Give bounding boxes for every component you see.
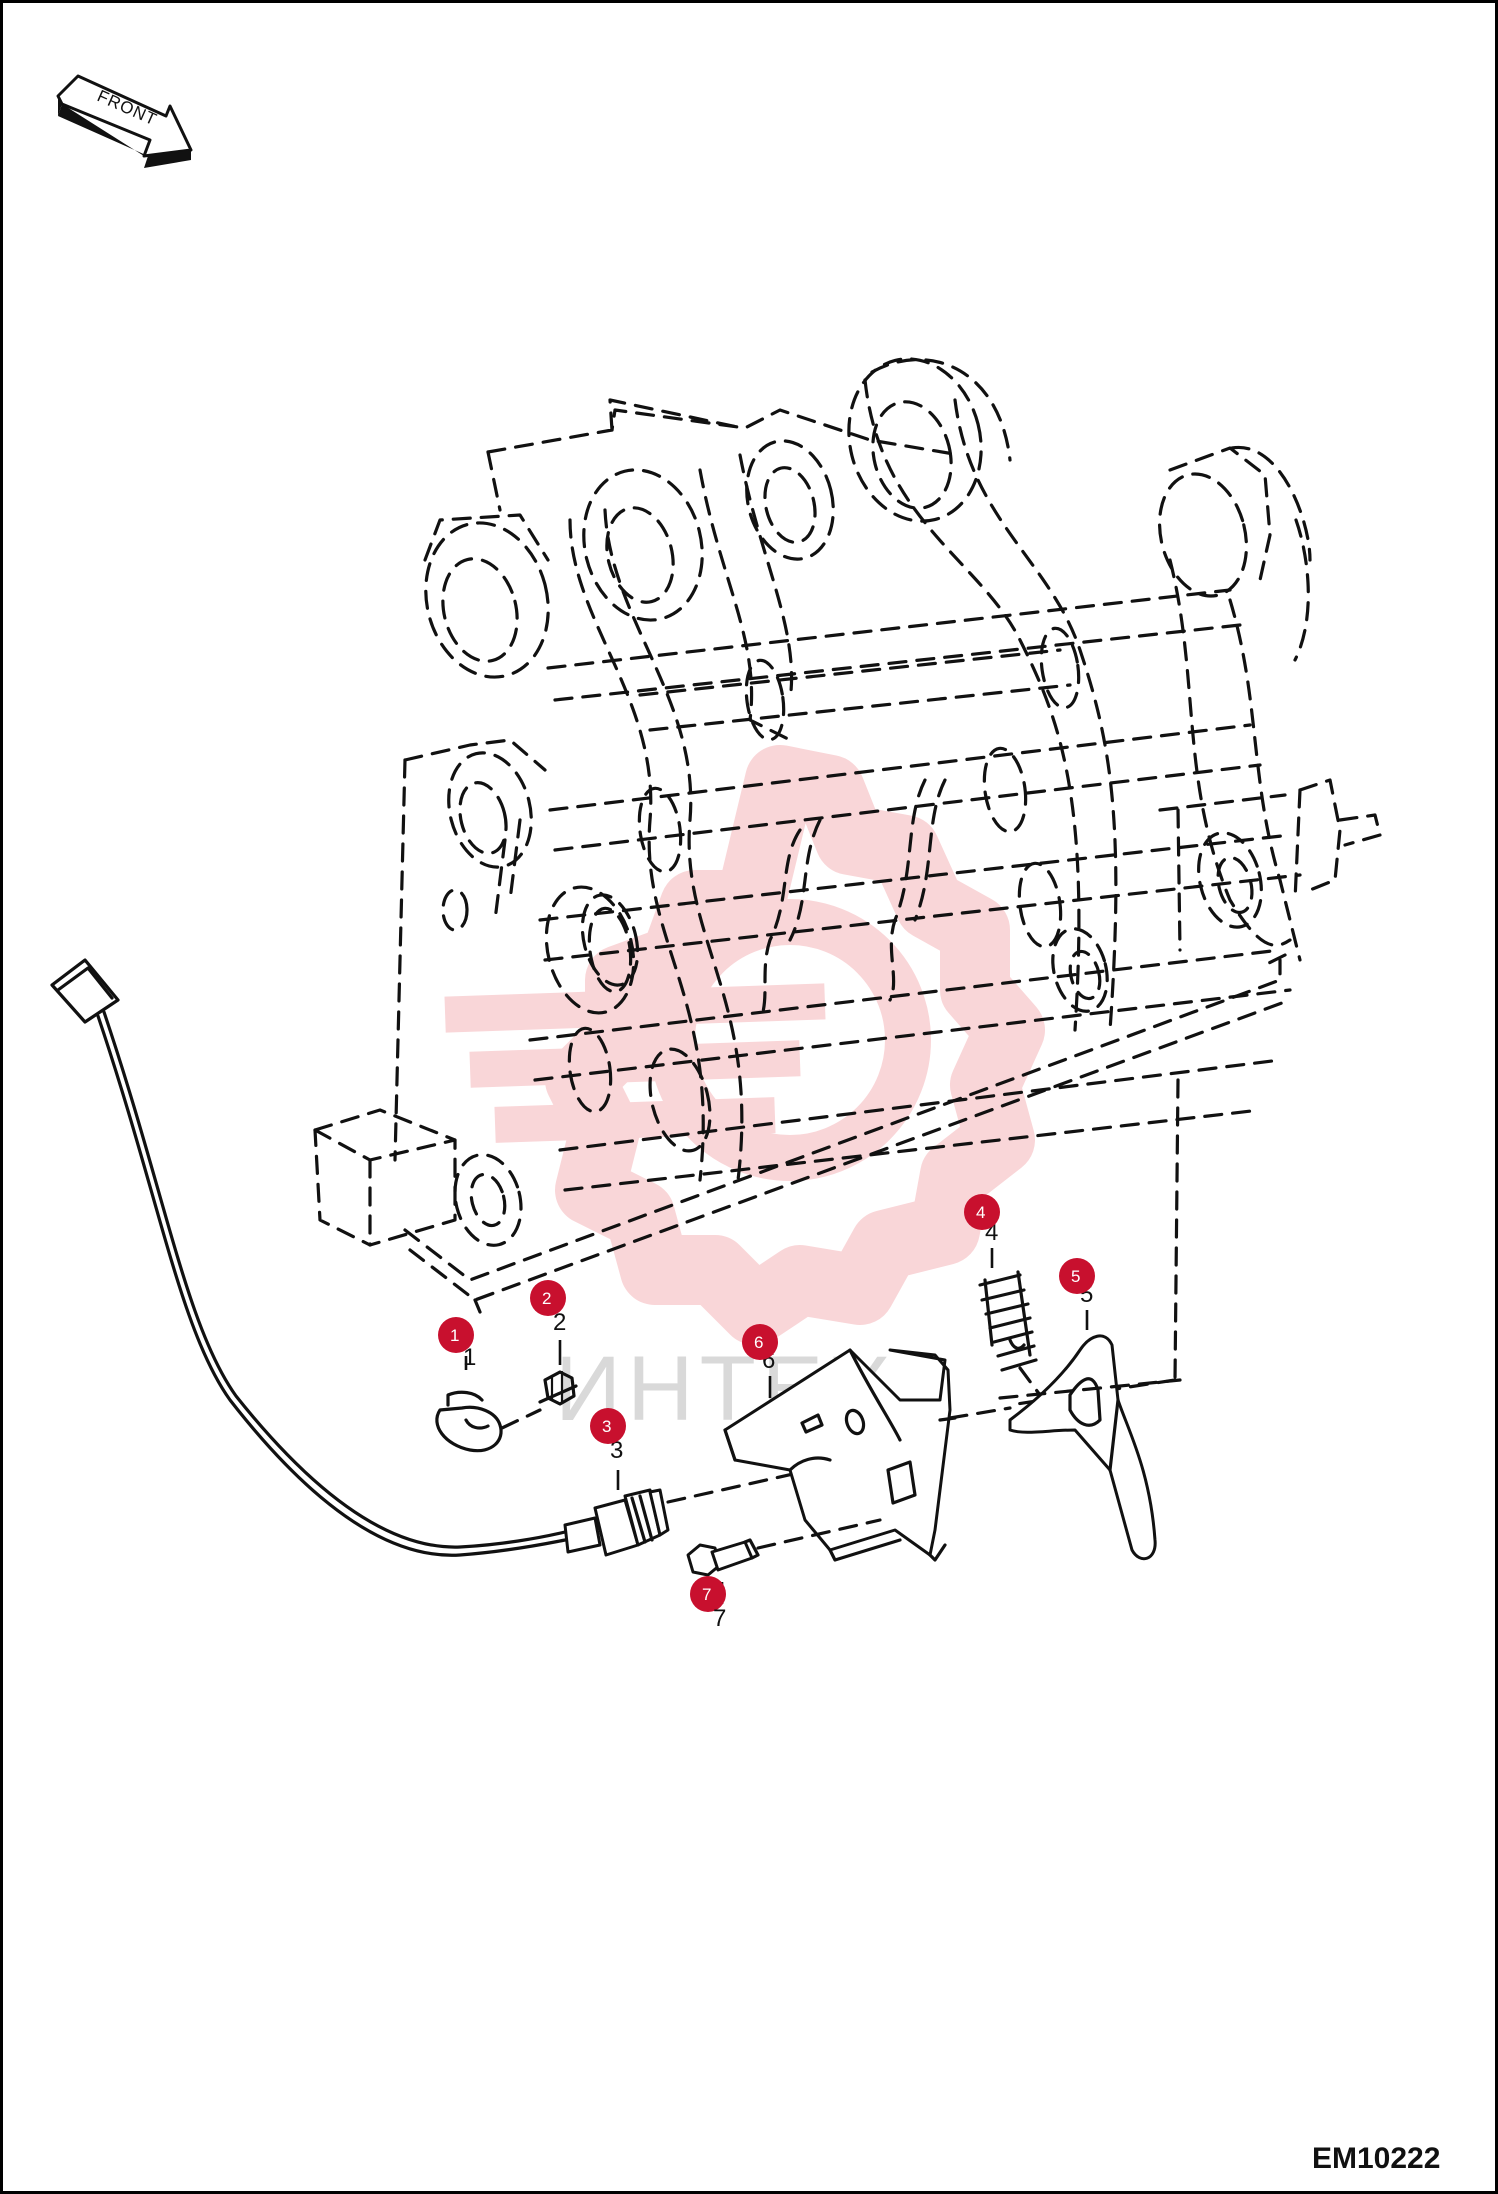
part-grommet [538, 1370, 578, 1406]
callout-5[interactable]: 5 5 [1059, 1258, 1095, 1330]
part-bolt [686, 1538, 760, 1577]
part-spring [978, 1270, 1038, 1372]
callout-4[interactable]: 4 4 [964, 1194, 1000, 1268]
callout-6[interactable]: 6 6 [742, 1324, 778, 1398]
svg-text:3: 3 [610, 1437, 623, 1464]
callout-6-label: 6 [754, 1333, 763, 1352]
callout-3[interactable]: 3 3 [590, 1408, 626, 1490]
part-clip [435, 1390, 503, 1453]
part-pedal [1008, 1334, 1157, 1561]
callout-1-label: 1 [450, 1326, 459, 1345]
part-sensor [50, 958, 670, 1557]
callout-7[interactable]: 7 7 [690, 1576, 726, 1632]
machine-frame-phantom [313, 357, 1382, 1407]
svg-text:7: 7 [713, 1605, 726, 1632]
callout-5-label: 5 [1071, 1267, 1080, 1286]
callout-4-label: 4 [976, 1203, 985, 1222]
callout-1[interactable]: 1 1 [438, 1317, 476, 1371]
callout-7-label: 7 [702, 1585, 711, 1604]
part-bracket [723, 1348, 957, 1562]
drawing-code: EM10222 [1312, 2142, 1440, 2175]
callout-3-label: 3 [602, 1417, 611, 1436]
svg-text:2: 2 [553, 1309, 566, 1336]
callout-2-label: 2 [542, 1289, 551, 1308]
callout-2[interactable]: 2 2 [530, 1280, 566, 1365]
watermark-logo [444, 745, 1045, 1345]
